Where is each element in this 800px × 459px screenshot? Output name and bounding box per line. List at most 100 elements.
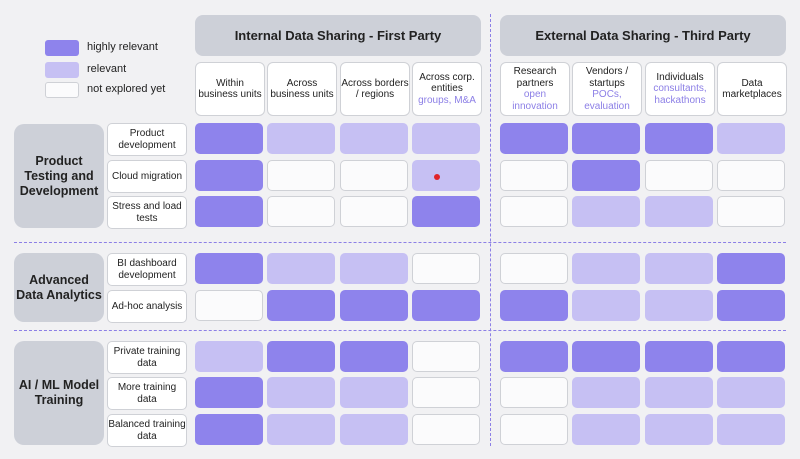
matrix-cell xyxy=(195,377,263,408)
matrix-cell xyxy=(572,253,640,284)
column-header-sublabel: POCs, evaluation xyxy=(584,89,630,112)
legend-swatch-h xyxy=(45,40,79,56)
matrix-cell xyxy=(717,160,785,191)
matrix-cell xyxy=(340,414,408,445)
matrix-cell xyxy=(195,290,263,321)
matrix-cell xyxy=(645,123,713,154)
matrix-cell xyxy=(195,341,263,372)
matrix-cell xyxy=(500,160,568,191)
matrix-cell xyxy=(195,123,263,154)
matrix-cell xyxy=(412,123,480,154)
column-header-label: Within business units xyxy=(198,77,262,101)
column-header-label: Research partners xyxy=(513,66,557,89)
matrix-cell xyxy=(572,123,640,154)
row-label: Cloud migration xyxy=(107,160,187,193)
matrix-cell xyxy=(645,253,713,284)
group-separator xyxy=(14,330,786,331)
matrix-cell xyxy=(645,341,713,372)
matrix-cell xyxy=(500,123,568,154)
column-header: Within business units xyxy=(195,62,265,116)
row-label: Product development xyxy=(107,123,187,156)
column-header-label: Individuals xyxy=(656,71,704,83)
matrix-cell xyxy=(717,123,785,154)
column-header-label: Data marketplaces xyxy=(722,77,782,101)
matrix-cell xyxy=(195,414,263,445)
matrix-cell xyxy=(572,414,640,445)
row-label: Stress and load tests xyxy=(107,196,187,229)
column-header-label: Across corp. entities xyxy=(419,71,475,95)
matrix-cell xyxy=(195,160,263,191)
matrix-cell xyxy=(717,341,785,372)
matrix-cell xyxy=(267,377,335,408)
column-header: Across borders / regions xyxy=(340,62,410,116)
matrix-cell xyxy=(572,196,640,227)
legend-swatch-r xyxy=(45,62,79,78)
matrix-cell xyxy=(267,253,335,284)
matrix-cell xyxy=(500,290,568,321)
matrix-cell xyxy=(572,160,640,191)
matrix-cell xyxy=(340,290,408,321)
matrix-cell xyxy=(645,160,713,191)
matrix-cell xyxy=(500,196,568,227)
matrix-cell xyxy=(645,377,713,408)
matrix-cell xyxy=(412,414,480,445)
matrix-cell xyxy=(412,290,480,321)
legend-label: relevant xyxy=(87,63,127,75)
matrix-cell xyxy=(340,160,408,191)
matrix-cell xyxy=(717,196,785,227)
matrix-cell xyxy=(195,196,263,227)
section-separator xyxy=(490,14,491,446)
column-header: Data marketplaces xyxy=(717,62,787,116)
column-header-label: Vendors / startups xyxy=(585,66,629,89)
matrix-cell xyxy=(717,253,785,284)
matrix-cell xyxy=(645,414,713,445)
matrix-cell xyxy=(412,160,480,191)
legend-label: highly relevant xyxy=(87,41,158,53)
matrix-cell xyxy=(500,414,568,445)
marker-dot xyxy=(434,174,440,180)
section-header: Internal Data Sharing - First Party xyxy=(195,15,481,56)
matrix-cell xyxy=(412,253,480,284)
column-header-sublabel: groups, M&A xyxy=(418,94,476,106)
column-header-sublabel: open innovation xyxy=(512,89,558,112)
legend-swatch-n xyxy=(45,82,79,98)
column-header-sublabel: consultants, hackathons xyxy=(653,83,707,106)
matrix-cell xyxy=(717,414,785,445)
group-label: Advanced Data Analytics xyxy=(14,253,104,322)
column-header-label: Across borders / regions xyxy=(341,77,409,101)
row-label: BI dashboard development xyxy=(107,253,187,286)
section-header: External Data Sharing - Third Party xyxy=(500,15,786,56)
matrix-cell xyxy=(267,414,335,445)
matrix-cell xyxy=(717,290,785,321)
matrix-cell xyxy=(195,253,263,284)
matrix-cell xyxy=(412,196,480,227)
matrix-cell xyxy=(412,377,480,408)
column-header-label: Across business units xyxy=(270,77,334,101)
group-label: AI / ML Model Training xyxy=(14,341,104,445)
legend-label: not explored yet xyxy=(87,83,166,95)
matrix-cell xyxy=(267,341,335,372)
matrix-cell xyxy=(267,196,335,227)
row-label: Private training data xyxy=(107,341,187,374)
matrix-cell xyxy=(500,253,568,284)
group-separator xyxy=(14,242,786,243)
matrix-cell xyxy=(572,341,640,372)
matrix-cell xyxy=(717,377,785,408)
matrix-cell xyxy=(500,341,568,372)
matrix-cell xyxy=(267,123,335,154)
column-header: Across business units xyxy=(267,62,337,116)
matrix-cell xyxy=(412,341,480,372)
matrix-cell xyxy=(500,377,568,408)
matrix-cell xyxy=(340,123,408,154)
matrix-cell xyxy=(572,377,640,408)
matrix-cell xyxy=(340,253,408,284)
matrix-cell xyxy=(572,290,640,321)
row-label: More training data xyxy=(107,377,187,410)
matrix-cell xyxy=(645,196,713,227)
group-label: Product Testing and Development xyxy=(14,124,104,228)
row-label: Balanced training data xyxy=(107,414,187,447)
